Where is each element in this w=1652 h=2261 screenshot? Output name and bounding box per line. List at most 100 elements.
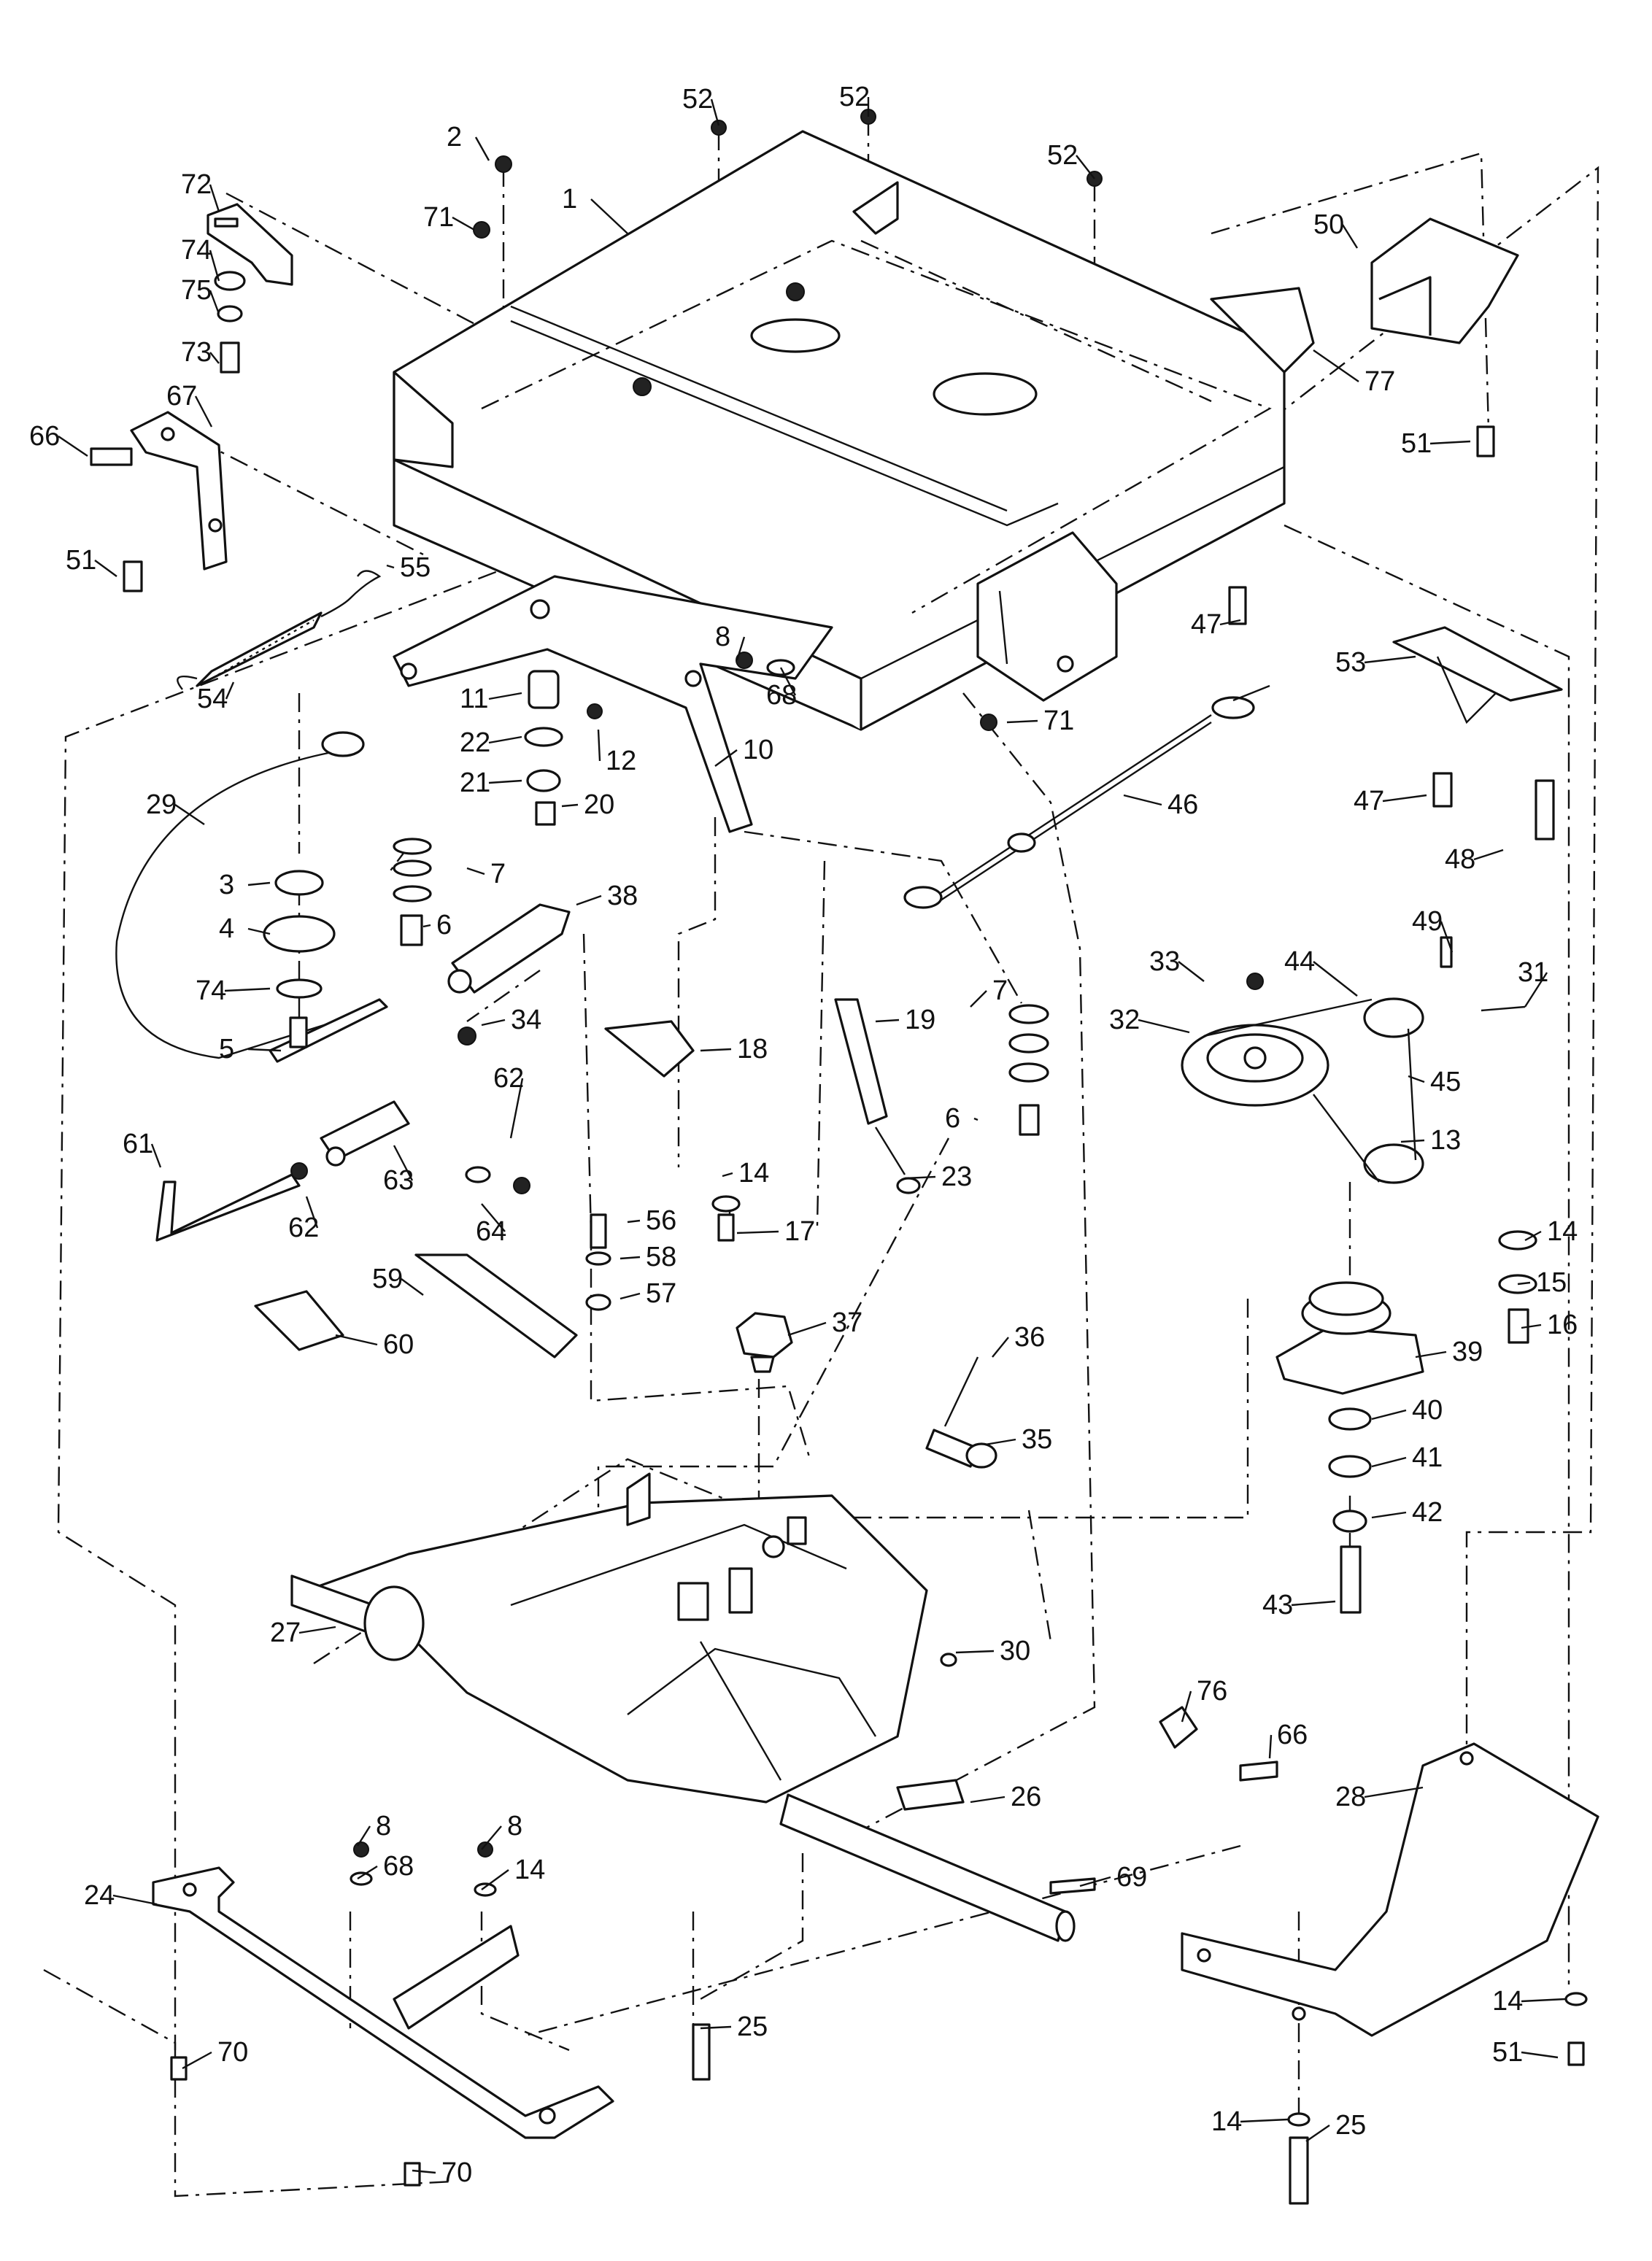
callout-c62b: 62: [288, 1213, 319, 1243]
callout-c6b: 6: [945, 1103, 960, 1134]
leader-c33: [1178, 961, 1205, 982]
leader-c30: [955, 1650, 995, 1654]
callout-c61: 61: [123, 1129, 153, 1159]
spring-19: [834, 998, 921, 1194]
leader-c51c: [1521, 2051, 1559, 2059]
leader-c7b: [970, 990, 987, 1008]
leader-c73: [209, 352, 220, 364]
callout-c68a: 68: [766, 680, 797, 711]
leader-c32: [1138, 1019, 1190, 1034]
callout-c43: 43: [1262, 1590, 1293, 1620]
leader-c72: [209, 184, 220, 212]
leader-c31: [1524, 972, 1548, 1008]
washers-7-right: [1008, 1004, 1049, 1136]
callout-c13: 13: [1430, 1125, 1461, 1156]
leader-c58: [620, 1256, 641, 1260]
leader-c69: [1079, 1876, 1111, 1887]
bracket-50: [1370, 217, 1519, 344]
callout-c6a: 6: [436, 910, 452, 940]
callout-c25b: 25: [1335, 2110, 1366, 2141]
leader-c68a: [779, 667, 797, 696]
callout-c56: 56: [646, 1205, 676, 1236]
leader-c16: [1521, 1323, 1542, 1329]
leader-c19: [875, 1019, 900, 1023]
bracket-77: [1210, 287, 1315, 374]
leader-c21: [488, 779, 522, 784]
leader-c49: [1440, 921, 1454, 953]
callout-c14a: 14: [738, 1158, 769, 1189]
leader-c7a: [466, 867, 485, 876]
callout-c30: 30: [1000, 1636, 1030, 1666]
leader-c14c: [481, 1869, 509, 1890]
callout-c49: 49: [1412, 906, 1443, 937]
leader-c24: [112, 1894, 158, 1906]
leader-c67: [194, 395, 213, 428]
callout-c29: 29: [146, 789, 177, 820]
bracket-67: [130, 411, 228, 571]
callout-c70b: 70: [441, 2157, 472, 2188]
callout-c71a: 71: [423, 202, 454, 233]
leader-c39: [1415, 1350, 1447, 1358]
callout-c51b: 51: [1401, 428, 1432, 459]
leader-c63: [393, 1145, 414, 1181]
callout-c14b: 14: [1547, 1216, 1578, 1247]
leader-c77: [1313, 349, 1359, 382]
callout-c8a: 8: [715, 622, 730, 652]
callout-c55: 55: [400, 552, 431, 583]
leader-c37: [787, 1321, 827, 1337]
callout-c39: 39: [1452, 1337, 1483, 1367]
leader-c54: [225, 681, 235, 700]
leader-c74a: [209, 250, 220, 282]
callout-c52b: 52: [839, 82, 870, 112]
leader-c17: [736, 1230, 779, 1234]
leader-c51a: [94, 560, 117, 577]
leader-c25a: [700, 2025, 732, 2030]
callout-c51c: 51: [1492, 2037, 1523, 2068]
leader-c38: [576, 894, 602, 906]
leader-c4: [247, 927, 271, 935]
callout-leaders: [58, 97, 1566, 2174]
leader-c14d: [1521, 1998, 1566, 2003]
leader-c64: [481, 1203, 506, 1232]
callout-c26: 26: [1011, 1782, 1041, 1812]
leader-c52a: [710, 98, 720, 126]
leader-c68b: [357, 1865, 378, 1880]
callout-c53: 53: [1335, 647, 1366, 678]
leader-c13: [1400, 1139, 1425, 1143]
hardware-right: [736, 425, 1555, 840]
callout-c76: 76: [1197, 1676, 1227, 1707]
leader-c47b: [1382, 794, 1427, 803]
leader-c52c: [1076, 155, 1095, 179]
leader-c2: [474, 136, 490, 161]
leader-c56: [627, 1219, 641, 1224]
assembly-lines: [43, 117, 1599, 2198]
leader-c66a: [58, 436, 88, 457]
leader-c12: [597, 729, 601, 762]
callout-c52a: 52: [682, 84, 713, 115]
leader-c46: [1123, 794, 1162, 806]
callout-c34: 34: [511, 1005, 541, 1035]
skid-plate-28: [1181, 1742, 1599, 2205]
callout-c4: 4: [219, 913, 234, 944]
callout-c66b: 66: [1277, 1720, 1308, 1750]
leader-c26: [970, 1796, 1006, 1804]
leader-c35: [984, 1438, 1016, 1446]
link-rod-46: [903, 684, 1270, 909]
leader-c53: [1364, 655, 1416, 664]
callout-c71b: 71: [1043, 706, 1074, 736]
callout-c52c: 52: [1047, 140, 1078, 171]
callout-c5: 5: [219, 1034, 234, 1064]
callout-c75: 75: [181, 275, 212, 306]
callout-c74a: 74: [181, 235, 212, 266]
callout-c7a: 7: [490, 859, 506, 889]
leader-c27: [298, 1626, 336, 1634]
callout-c8c: 8: [507, 1811, 522, 1841]
cable-29: [115, 731, 432, 1063]
callout-c23: 23: [941, 1162, 972, 1192]
callout-c46: 46: [1167, 789, 1198, 820]
leader-c62b: [305, 1196, 319, 1229]
leader-c71b: [1006, 719, 1038, 724]
leader-c70b: [412, 2169, 436, 2174]
bracket-18: [604, 1020, 741, 1242]
